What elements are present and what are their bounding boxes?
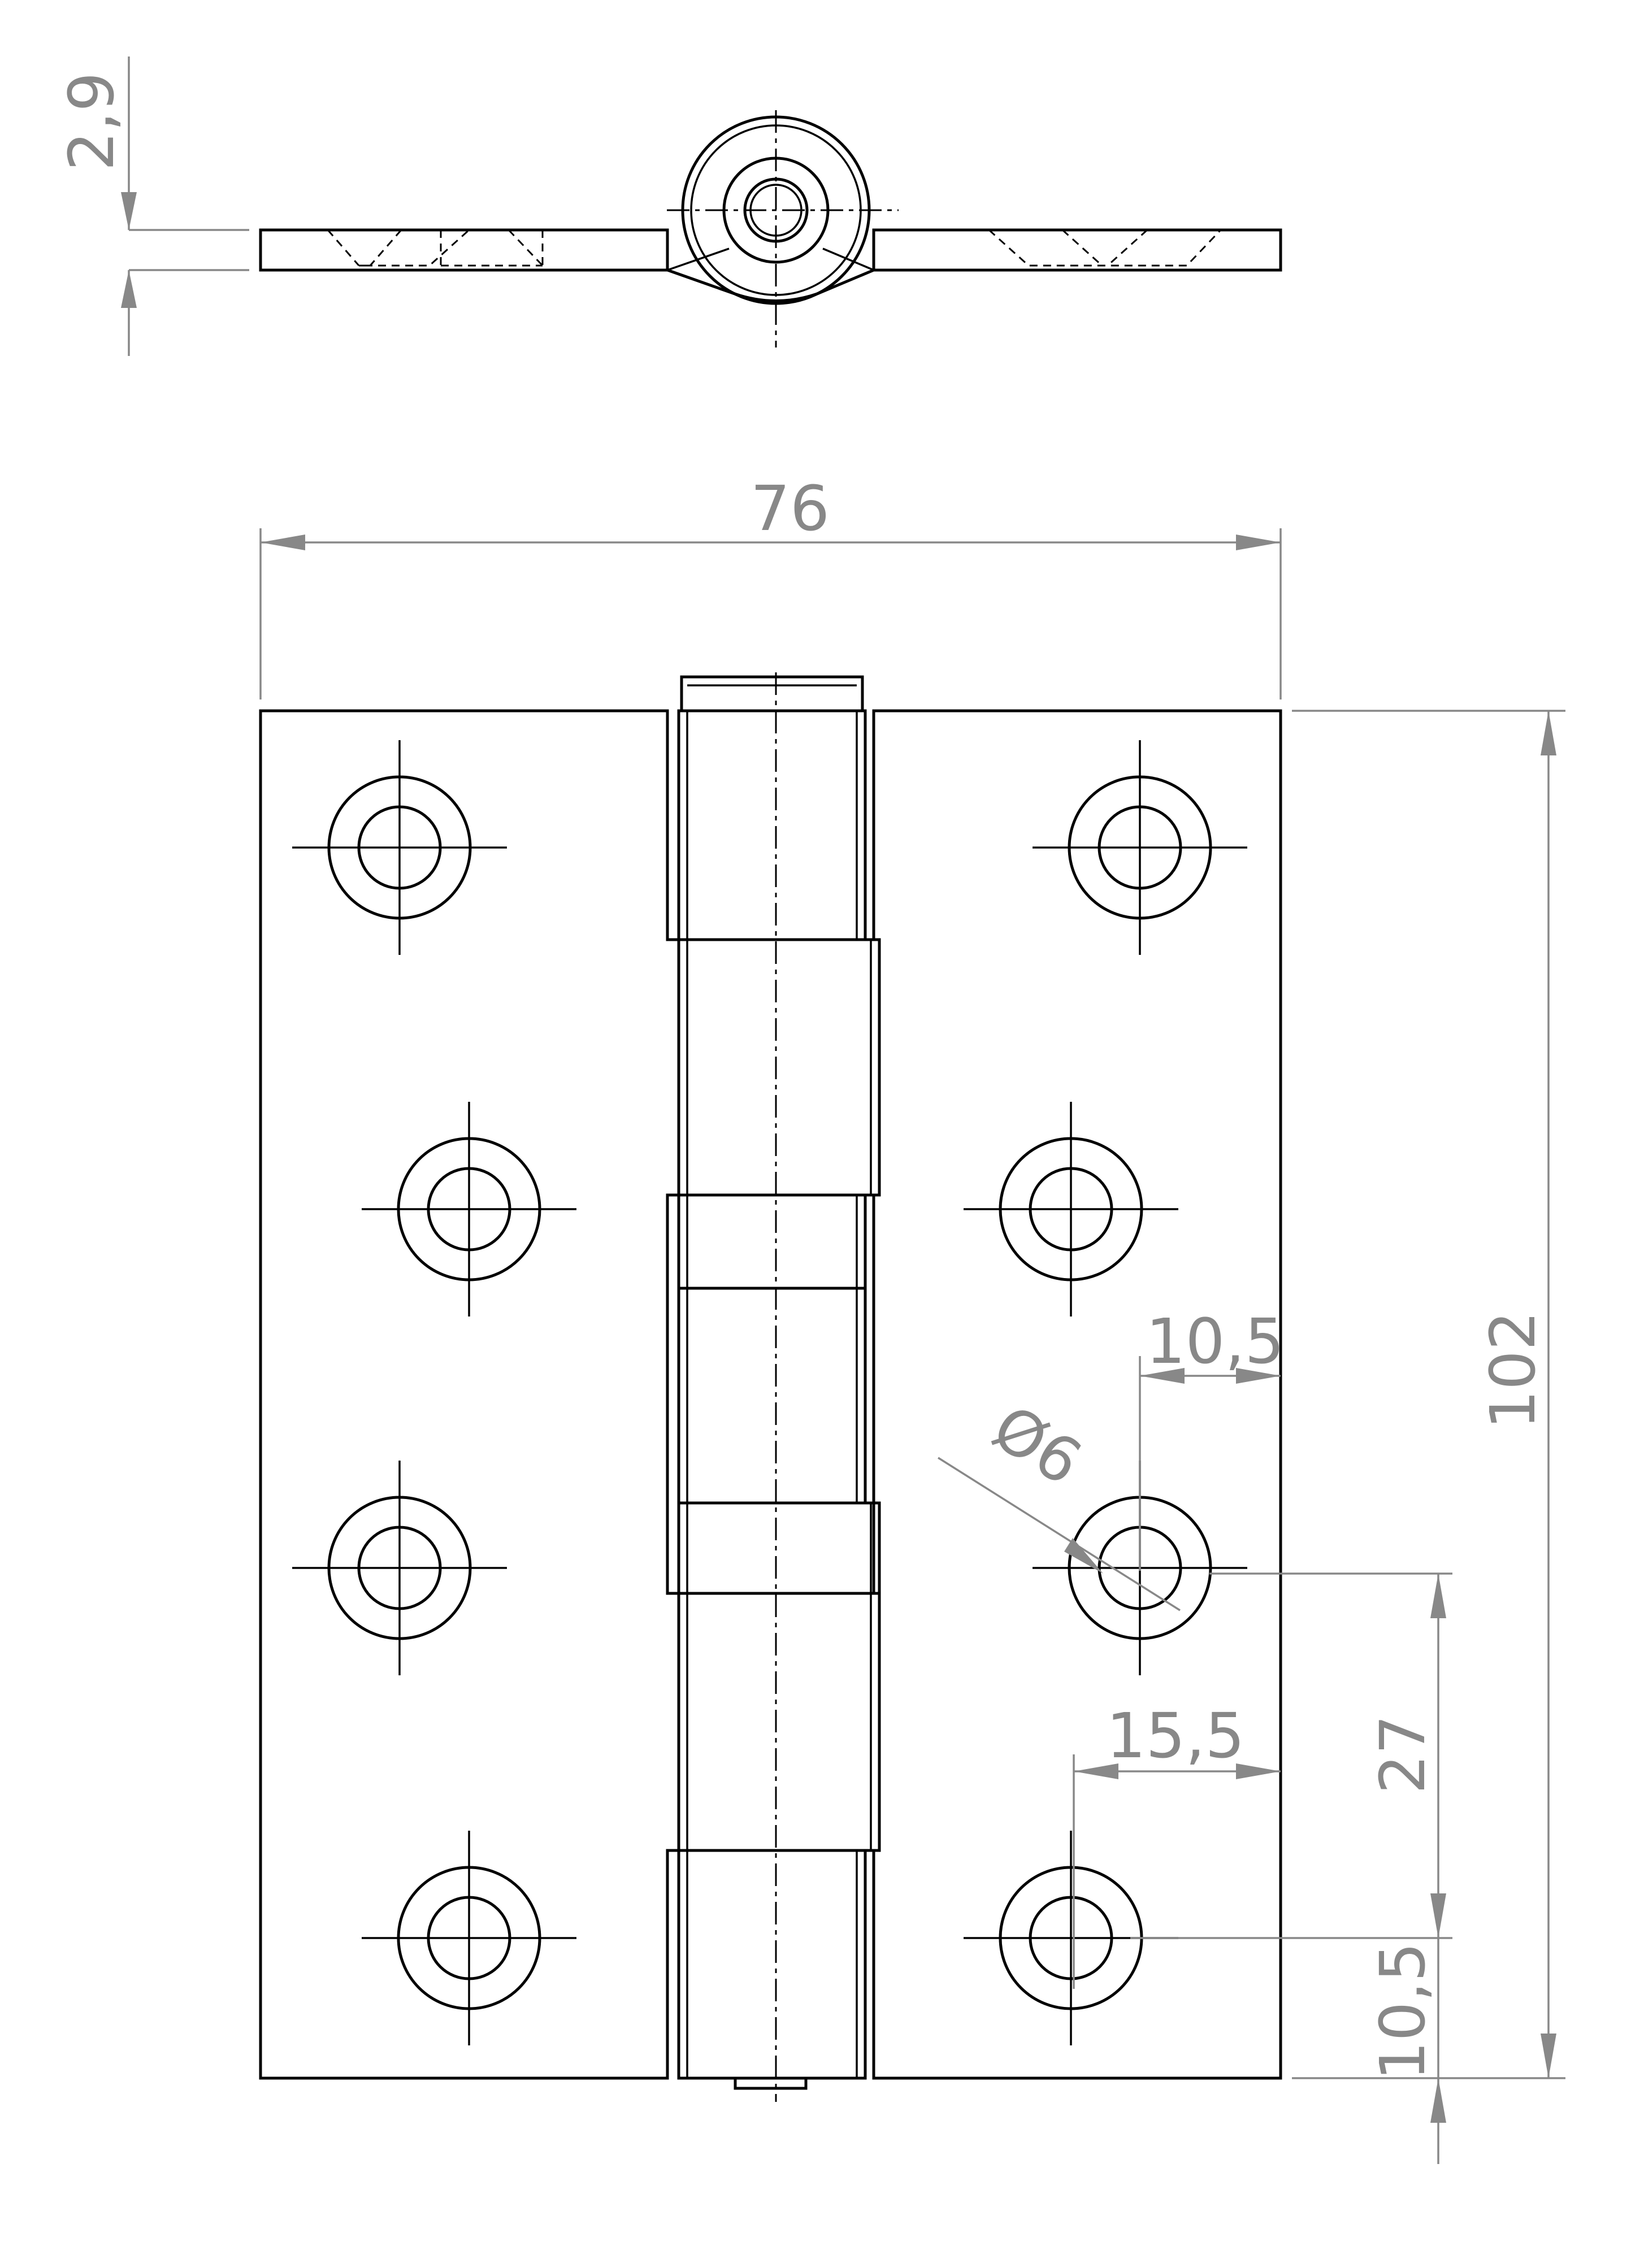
top-left-leaf <box>259 228 669 272</box>
right-leaf <box>872 709 1282 2080</box>
screw-hole-4 <box>362 1831 576 2045</box>
top-knuckle-inner-transition <box>667 247 874 271</box>
barrel-segment-5 <box>677 1501 881 1595</box>
dim-bottom-edge-offset: 10,5 <box>1367 1943 1439 2081</box>
left-leaf <box>259 709 680 2080</box>
top-right-leaf <box>872 228 1282 272</box>
barrel-segment-2 <box>677 938 881 1197</box>
screw-hole-2 <box>362 1102 576 1317</box>
dim-hole-spacing: 27 <box>1367 1715 1439 1794</box>
top-knuckle-transition <box>666 230 875 302</box>
barrel-segment-1 <box>677 709 867 941</box>
top-view: 2,9 <box>55 57 1282 356</box>
dim-edge-offset-upper: 10,5 <box>1146 1305 1285 1378</box>
pin-cap-top <box>680 675 864 712</box>
screw-hole-6 <box>964 1102 1178 1317</box>
barrel-segment-4 <box>677 1287 867 1505</box>
front-view: 76 102 10,5 Ø6 15,5 27 10 <box>259 472 1565 2164</box>
dim-edge-offset-lower: 15,5 <box>1107 1700 1245 1772</box>
dim-overall-height: 102 <box>1477 1311 1549 1430</box>
screw-hole-3 <box>292 1461 507 1675</box>
dim-overall-width: 76 <box>751 472 830 545</box>
top-right-countersinks <box>988 229 1222 267</box>
screw-holes <box>292 740 1247 2045</box>
top-left-countersinks <box>327 229 544 267</box>
dim-top-thickness: 2,9 <box>55 72 128 171</box>
screw-hole-1 <box>292 740 507 955</box>
dim-hole-diameter: Ø6 <box>981 1391 1094 1500</box>
pin-cap-bottom <box>734 2076 808 2090</box>
barrel-segment-6 <box>677 1592 881 1852</box>
barrel-segment-7 <box>677 1849 867 2080</box>
screw-hole-5 <box>1033 740 1247 955</box>
barrel-segment-3 <box>677 1193 867 1290</box>
